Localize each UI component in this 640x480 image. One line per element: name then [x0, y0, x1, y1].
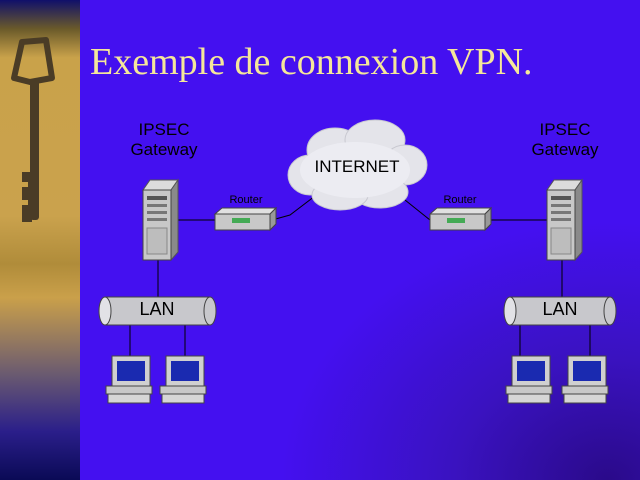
right-gateway-label: IPSEC Gateway	[505, 120, 625, 160]
internet-label: INTERNET	[314, 157, 400, 176]
left-gateway-label: IPSEC Gateway	[104, 120, 224, 160]
router-icon	[213, 206, 278, 232]
left-gateway-line1: IPSEC	[138, 120, 190, 139]
left-lan-label: LAN	[139, 299, 175, 319]
connection-lines	[129, 195, 591, 360]
left-router-label: Router	[229, 194, 263, 206]
slide-title: Exemple de connexion VPN.	[90, 41, 533, 83]
right-lan-label: LAN	[542, 299, 578, 319]
server-icon	[142, 178, 179, 262]
right-router-label: Router	[443, 194, 477, 206]
workstation-icon	[105, 355, 153, 404]
sidebar-key-image	[0, 0, 80, 480]
workstation-icon	[561, 355, 609, 404]
key-image	[11, 37, 55, 222]
lan-cable-icon	[503, 296, 617, 326]
workstation-icon	[159, 355, 207, 404]
workstation-icon	[505, 355, 553, 404]
router-icon	[428, 206, 493, 232]
cloud-icon	[287, 119, 428, 211]
right-gateway-line1: IPSEC	[539, 120, 591, 139]
right-gateway-line2: Gateway	[531, 140, 599, 159]
lan-cable-icon	[98, 296, 217, 326]
server-icon	[546, 178, 583, 262]
left-gateway-line2: Gateway	[130, 140, 198, 159]
